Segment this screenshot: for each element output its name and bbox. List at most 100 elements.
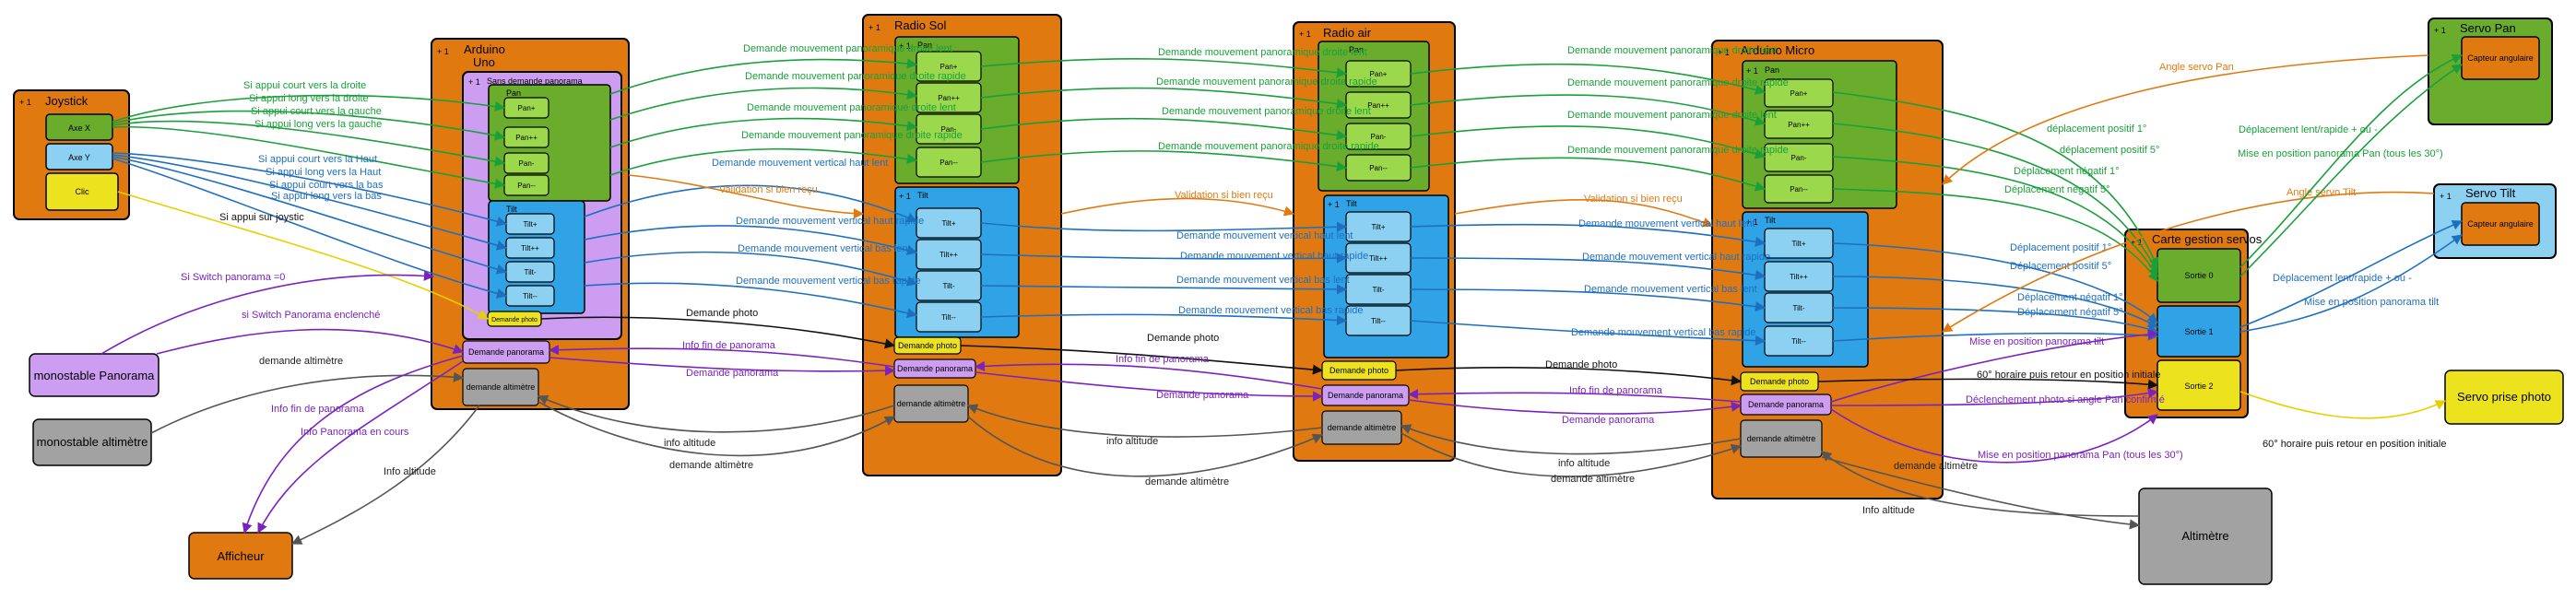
collapse-toggle[interactable]: + 1	[2131, 238, 2143, 247]
node-micro-tilt-plus-plus[interactable]: Tilt++	[1764, 261, 1834, 292]
node-uno-tilt-plus-plus[interactable]: Tilt++	[505, 237, 555, 259]
edge-micro-tilt-neg1[interactable]: Déplacement négatif 1°	[1832, 292, 2159, 335]
edge-air-micro-pan-2[interactable]: Demande mouvement panoramique droite rap…	[1410, 77, 1789, 126]
node-capteur-tilt[interactable]: Capteur angulaire	[2461, 202, 2540, 246]
node-uno-tilt-minus[interactable]: Tilt-	[505, 261, 555, 283]
edge-sol-air-tilt-4[interactable]: Demande mouvement vertical bas rapide	[980, 305, 1364, 326]
node-monostable-panorama[interactable]: monostable Panorama	[29, 353, 160, 397]
node-sol-pan-minus-minus[interactable]: Pan--	[916, 147, 982, 178]
edge-air-micro-photo[interactable]: Demande photo	[1395, 359, 1743, 386]
node-sol-demande-photo[interactable]: Demande photo	[893, 336, 962, 355]
edge-carte-servo-pan-2[interactable]: Mise en position panorama Pan (tous les …	[2238, 64, 2463, 277]
edge-air-micro-pano[interactable]: Demande panorama	[1408, 399, 1743, 426]
node-sortie-2[interactable]: Sortie 2	[2157, 359, 2241, 411]
edge-micro-horaire[interactable]: 60° horaire puis retour en position init…	[1817, 370, 2160, 390]
edge-micro-air-info-alt[interactable]: info altitude	[1400, 424, 1742, 469]
collapse-toggle[interactable]: + 1	[899, 41, 911, 51]
edge-micro-tilt-pos1[interactable]: Déplacement positif 1°	[1832, 242, 2158, 323]
edge-sol-air-pan-2[interactable]: Demande mouvement panoramique droite rap…	[980, 76, 1377, 110]
node-sol-tilt-minus[interactable]: Tilt-	[916, 270, 982, 301]
edge-joy-down-long[interactable]: Si appui long vers la bas	[112, 158, 508, 299]
edge-carte-servo-tilt-2[interactable]: Mise en position panorama tilt	[2239, 234, 2463, 333]
edge-joy-right-short[interactable]: Si appui court vers la droite	[112, 80, 506, 123]
edge-air-micro-pan-4[interactable]: Demande mouvement panoramique droite rap…	[1410, 145, 1789, 192]
edge-joy-down-short[interactable]: Si appui court vers la bas	[112, 156, 508, 275]
node-air-tilt-minus[interactable]: Tilt-	[1345, 274, 1412, 305]
node-afficheur[interactable]: Afficheur	[188, 532, 293, 580]
node-capteur-pan[interactable]: Capteur angulaire	[2461, 36, 2540, 80]
edge-joy-left-long[interactable]: Si appui long vers la gauche	[112, 119, 506, 189]
node-sortie-1[interactable]: Sortie 1	[2157, 305, 2241, 358]
edge-sol-air-dem-alt[interactable]: demande altimètre	[967, 416, 1324, 487]
node-micro-pan-plus-plus[interactable]: Pan++	[1764, 110, 1834, 139]
collapse-toggle[interactable]: + 1	[2434, 26, 2446, 35]
edge-sol-air-photo[interactable]: Demande photo	[960, 333, 1324, 375]
collapse-toggle[interactable]: + 1	[869, 23, 880, 32]
edge-air-micro-tilt-1[interactable]: Demande mouvement vertical haut lent	[1410, 218, 1767, 247]
edge-altimetre-demande[interactable]: demande altimètre	[1821, 456, 2141, 530]
edge-air-micro-dem-alt[interactable]: demande altimètre	[1400, 432, 1743, 485]
edge-sol-air-tilt-2[interactable]: Demande mouvement vertical haut rapide	[980, 251, 1368, 264]
node-air-demande-panorama[interactable]: Demande panorama	[1321, 384, 1410, 406]
edge-altimetre-info[interactable]: Info altitude	[1821, 451, 2140, 517]
edge-micro-pos1[interactable]: déplacement positif 1°	[1832, 91, 2159, 269]
edge-air-micro-tilt-3[interactable]: Demande mouvement vertical bas lent	[1410, 284, 1767, 312]
edge-micro-tilt-pos5[interactable]: Déplacement positif 5°	[1832, 261, 2158, 328]
edge-air-sol-info-alt[interactable]: info altitude	[966, 404, 1323, 447]
edge-micro-declenchement[interactable]: Déclenchement photo si angle Pan confirm…	[1830, 388, 2165, 406]
collapse-toggle[interactable]: + 1	[1746, 217, 1758, 227]
edge-micro-mise-pan[interactable]: Mise en position panorama Pan (tous les …	[1830, 408, 2183, 464]
node-axe-x[interactable]: Axe X	[45, 113, 113, 141]
node-uno-demande-altimetre[interactable]: demande altimètre	[462, 368, 539, 406]
edge-micro-pos5[interactable]: déplacement positif 5°	[1832, 123, 2159, 273]
edge-micro-air-info-fin[interactable]: Info fin de panorama	[1407, 385, 1742, 403]
edge-sol-uno-info-fin[interactable]: Info fin de panorama	[548, 340, 895, 368]
edge-uno-sol-photo[interactable]: Demande photo	[540, 308, 896, 349]
node-micro-tilt-minus[interactable]: Tilt-	[1764, 292, 1834, 323]
edge-sol-air-tilt-1[interactable]: Demande mouvement vertical haut lent	[980, 221, 1353, 241]
edge-sol-air-pan-3[interactable]: Demande mouvement panoramique droite len…	[980, 106, 1371, 141]
edge-air-micro-pan-1[interactable]: Demande mouvement panoramique droite len…	[1410, 45, 1777, 95]
edge-micro-neg5[interactable]: Déplacement négatif 5°	[1832, 184, 2158, 282]
node-clic[interactable]: Clic	[45, 172, 119, 211]
collapse-toggle[interactable]: + 1	[19, 98, 31, 107]
edge-carte-servo-pan-1[interactable]: Déplacement lent/rapide + ou -	[2239, 53, 2464, 268]
edge-joy-up-long[interactable]: Si appui long vers la Haut	[112, 154, 508, 251]
node-micro-tilt-minus-minus[interactable]: Tilt--	[1764, 325, 1834, 357]
node-uno-pan-plus-plus[interactable]: Pan++	[503, 126, 549, 148]
edge-joy-up-short[interactable]: Si appui court vers la Haut	[112, 152, 508, 227]
edge-carte-servo-tilt-1[interactable]: Déplacement lent/rapide + ou -	[2239, 219, 2464, 328]
edge-sol-uno-info-alt[interactable]: info altitude	[537, 394, 895, 449]
edge-sol-air-tilt-3[interactable]: Demande mouvement vertical bas lent	[980, 275, 1350, 295]
collapse-toggle[interactable]: + 1	[468, 77, 480, 87]
node-sol-tilt-minus-minus[interactable]: Tilt--	[916, 301, 982, 333]
edge-uno-sol-tilt-2[interactable]: Demande mouvement vertical haut rapide	[584, 216, 924, 255]
edge-switch-pano-on[interactable]: si Switch Panorama enclenché	[156, 310, 465, 355]
edge-joy-click[interactable]: Si appui sur joystic	[117, 191, 489, 320]
edge-air-micro-tilt-2[interactable]: Demande mouvement vertical haut rapide	[1410, 252, 1770, 280]
edge-sol-air-pan-1[interactable]: Demande mouvement panoramique droite len…	[980, 47, 1367, 78]
node-sol-demande-altimetre[interactable]: demande altimètre	[893, 384, 969, 423]
node-uno-pan-minus-minus[interactable]: Pan--	[503, 174, 549, 196]
edge-joy-right-long[interactable]: Si appui long vers la droite	[112, 93, 506, 141]
edge-sol-air-pano[interactable]: Demande panorama	[975, 371, 1324, 402]
node-uno-pan-minus[interactable]: Pan-	[503, 152, 549, 174]
edge-validation-uno-sol[interactable]: Validation si bien reçu	[628, 174, 865, 219]
edge-uno-sol-pano[interactable]: Demande panorama	[549, 357, 896, 379]
node-uno-demande-photo[interactable]: Demande photo	[487, 311, 542, 327]
edge-info-panorama-en-cours[interactable]: Info Panorama en cours	[257, 360, 464, 534]
edge-uno-sol-tilt-3[interactable]: Demande mouvement vertical bas lent	[584, 243, 918, 287]
node-air-pan-minus-minus[interactable]: Pan--	[1345, 154, 1412, 182]
node-micro-demande-panorama[interactable]: Demande panorama	[1740, 393, 1832, 416]
edge-air-micro-pan-3[interactable]: Demande mouvement panoramique droite len…	[1410, 110, 1777, 159]
node-micro-demande-photo[interactable]: Demande photo	[1740, 371, 1819, 392]
edge-uno-sol-tilt-1[interactable]: Demande mouvement vertical haut lent	[584, 158, 918, 223]
node-axe-y[interactable]: Axe Y	[45, 143, 113, 170]
node-uno-pan-plus[interactable]: Pan+	[503, 97, 549, 119]
edge-uno-sol-pan-4[interactable]: Demande mouvement panoramique droite rap…	[609, 130, 963, 176]
edge-uno-sol-tilt-4[interactable]: Demande mouvement vertical bas rapide	[584, 276, 921, 319]
edge-uno-sol-pan-1[interactable]: Demande mouvement panoramique droite len…	[609, 43, 952, 95]
node-uno-tilt-minus-minus[interactable]: Tilt--	[505, 285, 555, 307]
node-air-tilt-plus[interactable]: Tilt+	[1345, 211, 1412, 242]
edge-joy-left-short[interactable]: Si appui court vers la gauche	[112, 106, 506, 167]
